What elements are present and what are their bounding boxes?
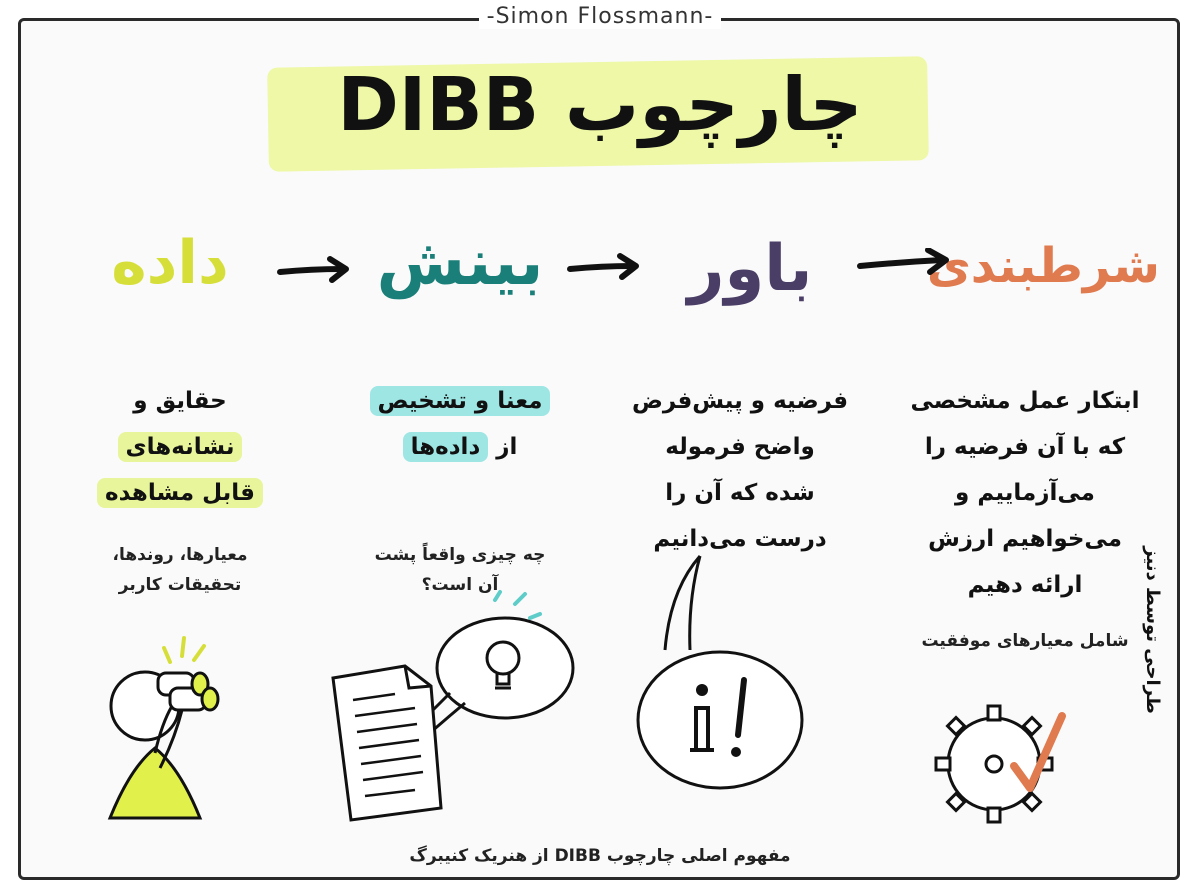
belief-description: فرضیه و پیش‌فرض واضح فرموله شده که آن را… [600, 378, 880, 562]
insight-question: چه چیزی واقعاً پشت آن است؟ [340, 540, 580, 600]
arrow-right-icon [857, 248, 949, 275]
data-line: نشانه‌های [50, 424, 310, 470]
heading-data: داده [111, 228, 229, 298]
footer-caption: مفهوم اصلی چارچوب DIBB از هنریک کنیبرگ [409, 846, 791, 866]
data-note-line: معیارها، روندها، [112, 545, 248, 565]
insight-prefix: از [496, 434, 518, 460]
gear-checkmark-icon [934, 704, 1066, 824]
bet-note: شامل معیارهای موفقیت [890, 626, 1160, 656]
insight-line: معنا و تشخیص [330, 378, 590, 424]
heading-bet: شرطبندی [926, 238, 1160, 294]
data-highlight: نشانه‌های [117, 432, 243, 462]
arrow-right-icon [277, 256, 349, 283]
data-description: حقایق و نشانه‌های قابل مشاهده [50, 378, 310, 516]
author-credit: -Simon Flossmann- [0, 4, 1200, 29]
belief-line: درست می‌دانیم [653, 526, 827, 552]
data-line: قابل مشاهده [50, 470, 310, 516]
data-highlight: قابل مشاهده [97, 478, 263, 508]
bet-note-line: شامل معیارهای موفقیت [921, 631, 1129, 651]
belief-line: شده که آن را [665, 480, 815, 506]
belief-line: فرضیه و پیش‌فرض [631, 388, 849, 414]
arrow-right-icon [567, 253, 639, 280]
data-line: حقایق و [133, 388, 227, 414]
bet-line: ابتکار عمل مشخصی [910, 388, 1140, 414]
bet-line: ارائه دهیم [967, 572, 1083, 598]
bet-line: می‌آزماییم و [955, 480, 1095, 506]
heading-insight: بینش [376, 226, 544, 300]
insight-line: از داده‌ها [330, 424, 590, 470]
bet-description: ابتکار عمل مشخصی که با آن فرضیه را می‌آز… [880, 378, 1170, 608]
data-examples: معیارها، روندها، تحقیقات کاربر [60, 540, 300, 600]
bet-line: می‌خواهیم ارزش [928, 526, 1122, 552]
insight-note-line: چه چیزی واقعاً پشت [374, 545, 546, 565]
insight-description: معنا و تشخیص از داده‌ها [330, 378, 590, 470]
insight-note-line: آن است؟ [421, 575, 499, 595]
belief-line: واضح فرموله [665, 434, 815, 460]
heading-belief: باور [687, 232, 813, 306]
bet-line: که با آن فرضیه را [924, 434, 1126, 460]
document-lightbulb-icon [331, 590, 575, 822]
designer-credit: طراحی توسط دنیز [1142, 546, 1163, 714]
info-speech-bubble-icon [636, 555, 804, 790]
insight-highlight: معنا و تشخیص [369, 386, 551, 416]
data-note-line: تحقیقات کاربر [118, 575, 242, 595]
insight-highlight: داده‌ها [402, 432, 489, 462]
page-title: چارچوب DIBB [337, 62, 863, 148]
binoculars-person-icon [107, 636, 220, 820]
